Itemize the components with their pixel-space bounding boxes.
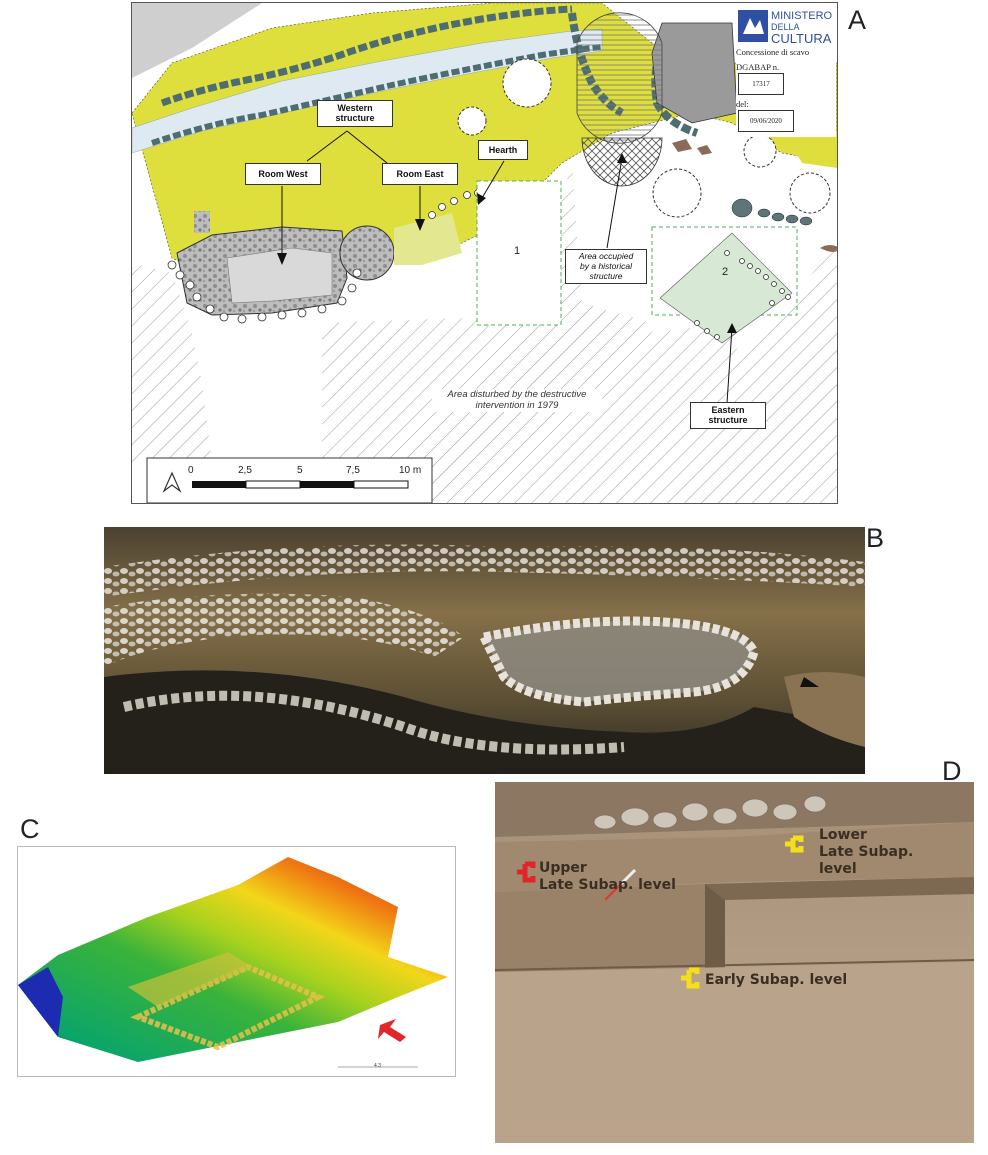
label-early-subap: Early Subap. level (705, 972, 848, 988)
ministry-logo: MINISTERO DELLA CULTURA Concessione di s… (736, 7, 836, 137)
excavation-photo-drawing (104, 527, 865, 774)
panel-label-d: D (942, 756, 962, 786)
hatched-oval (576, 12, 663, 144)
permit-dgabap-label: DGABAP n. (736, 62, 780, 72)
grey-area-topleft (132, 3, 262, 78)
upper-level-bracket-icon (517, 861, 536, 883)
label-upper-late-subap: Upper Late Subap. level (539, 860, 676, 893)
eastern-stone-cluster (731, 198, 813, 226)
small-rubble (194, 211, 210, 233)
scalebar-seg-1 (192, 481, 246, 488)
panel-label-a: A (848, 5, 867, 35)
room-west-floor (226, 247, 333, 304)
permit-title: Concessione di scavo (736, 47, 810, 57)
label-room-west: Room West (245, 163, 321, 185)
excavation-photo (104, 527, 865, 774)
label-lower-late-subap: Lower Late Subap. level (819, 827, 914, 877)
dem-direction-arrow-icon (378, 1019, 406, 1042)
ministry-line-3: CULTURA (771, 31, 832, 46)
north-arrow-icon (162, 471, 182, 493)
panel-label-b: B (866, 523, 885, 553)
pits (457, 58, 831, 218)
dem-model: 4.3 (17, 846, 456, 1077)
dem-blue-corner (18, 967, 63, 1037)
scalebar-tick-1: 2,5 (238, 465, 252, 476)
permit-date: 09/06/2020 (738, 110, 794, 132)
permit-date-label: del: (736, 99, 749, 109)
ministry-line-2: DELLA (771, 22, 800, 32)
label-historical-structure: Area occupied by a historical structure (565, 249, 647, 285)
stone-outline (167, 189, 482, 324)
ministry-line-1: MINISTERO (771, 10, 833, 22)
lower-level-bracket-icon (785, 835, 804, 853)
eastern-structure-shape (659, 232, 793, 344)
scalebar-seg-4 (353, 480, 409, 489)
panel-label-c: C (20, 814, 40, 844)
scalebar-tick-0: 0 (188, 465, 194, 476)
label-western-structure: Western structure (317, 100, 393, 127)
label-area-2: 2 (722, 266, 729, 278)
scalebar-tick-3: 7,5 (346, 465, 360, 476)
excavation-area-1 (476, 180, 562, 326)
label-room-east: Room East (382, 163, 458, 185)
scalebar-seg-2 (245, 480, 301, 489)
dem-scale-text: 4.3 (374, 1063, 381, 1069)
leader-lines (281, 130, 733, 404)
scalebar-seg-3 (300, 481, 354, 488)
label-disturbed-area: Area disturbed by the destructive interv… (432, 389, 602, 412)
eastern-stones (694, 250, 791, 340)
yellow-deposit-east (782, 128, 837, 168)
excavation-area-2 (651, 226, 798, 316)
permit-number: 17317 (738, 73, 784, 95)
room-east-shape (394, 213, 462, 265)
dem-room-area (128, 952, 253, 1007)
trench-photo: Upper Late Subap. level Lower Late Subap… (495, 782, 974, 1143)
arrow-heads (277, 153, 737, 333)
label-eastern-structure: Eastern structure (690, 402, 766, 429)
label-hearth: Hearth (478, 140, 528, 160)
site-plan: 0 2,5 5 7,5 10 m Western structure Room … (131, 2, 838, 504)
round-rubble (339, 225, 395, 281)
early-level-bracket-icon (681, 967, 700, 989)
label-area-1: 1 (514, 245, 521, 257)
scalebar-tick-4: 10 m (399, 465, 422, 476)
dem-drawing (18, 857, 448, 1068)
ministry-emblem-icon (738, 10, 768, 42)
trench-photo-drawing (495, 782, 974, 1143)
scalebar-tick-2: 5 (297, 465, 303, 476)
disturbed-area-west (132, 263, 212, 463)
